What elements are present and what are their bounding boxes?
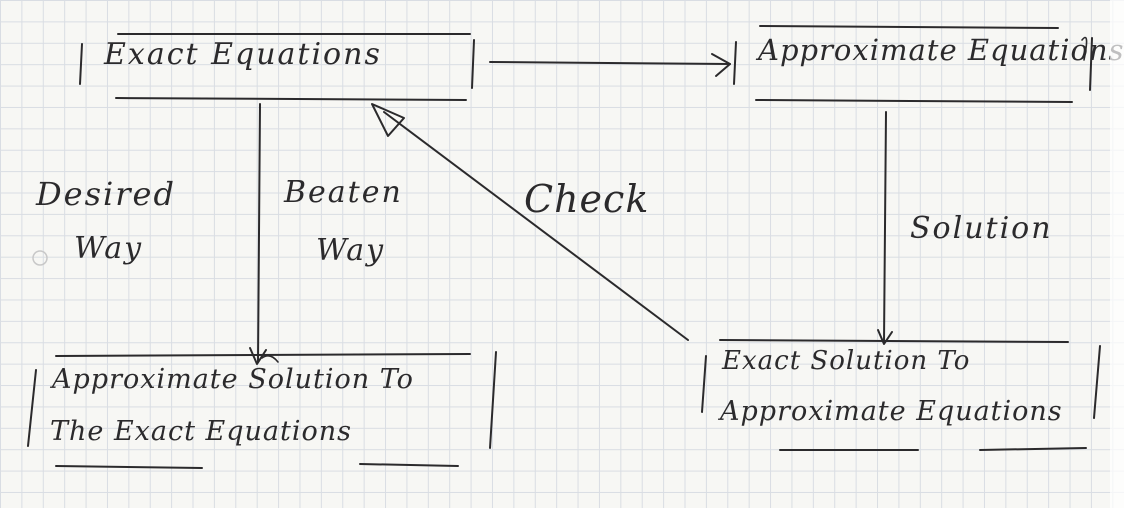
check-label: Check bbox=[524, 177, 650, 221]
arrow-desired-way bbox=[249, 103, 267, 365]
approximate-equations-label: Approximate Equations? bbox=[758, 33, 1124, 67]
approximate-solution-label-line1: Approximate Solution To bbox=[52, 364, 414, 395]
exact-equations-box bbox=[79, 33, 475, 101]
desired-way-label-line1: Desired bbox=[36, 175, 176, 213]
approximate-solution-label-line2: The Exact Equations bbox=[50, 416, 353, 447]
approximate-equations-box bbox=[733, 25, 1093, 103]
beaten-way-label-line1: Beaten bbox=[284, 175, 403, 210]
arrow-exact-to-approx-eq bbox=[489, 53, 731, 77]
arrow-solution bbox=[877, 111, 893, 345]
beaten-way-label-line2: Way bbox=[316, 233, 386, 268]
exact-solution-label-line2: Approximate Equations bbox=[720, 396, 1063, 427]
paper-edge bbox=[1110, 0, 1124, 508]
exact-solution-label-line1: Exact Solution To bbox=[722, 346, 971, 376]
exact-solution-box bbox=[701, 339, 1101, 451]
desired-way-label-line2: Way bbox=[74, 231, 144, 266]
exact-equations-label: Exact Equations bbox=[104, 37, 382, 72]
arrow-check bbox=[371, 103, 689, 341]
solution-label: Solution bbox=[910, 211, 1053, 246]
